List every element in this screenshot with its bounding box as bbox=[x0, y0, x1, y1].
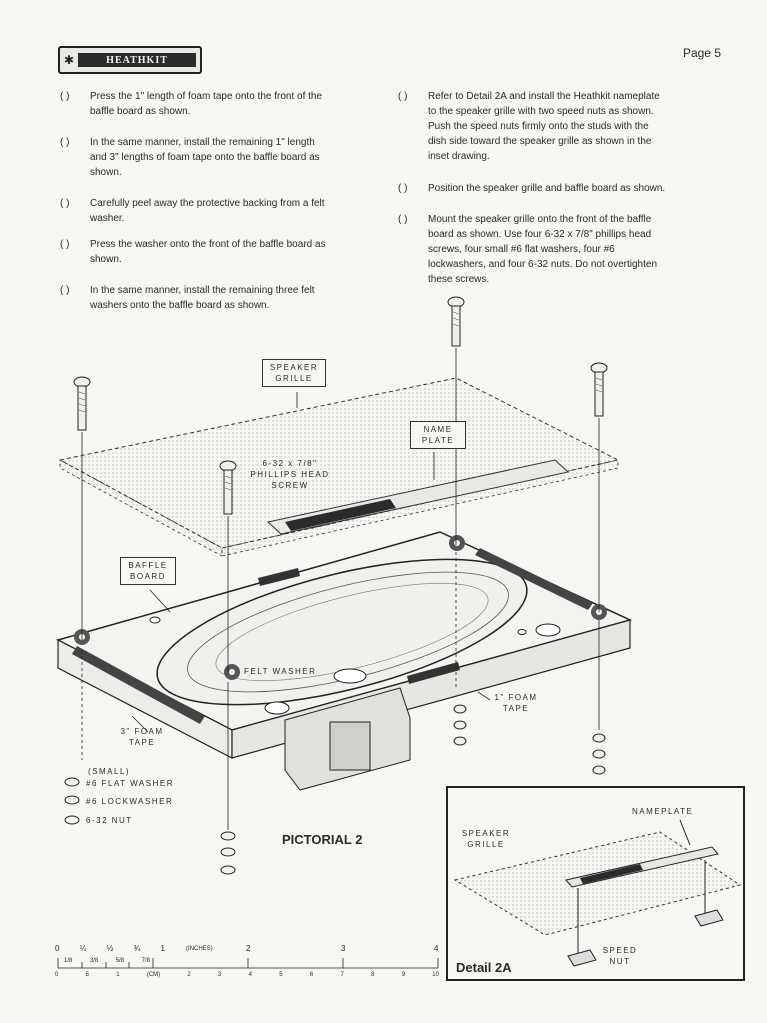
step-text-line: In the same manner, install the remainin… bbox=[90, 285, 315, 296]
step-checkbox[interactable]: ( ) bbox=[60, 198, 70, 209]
step-checkbox[interactable]: ( ) bbox=[60, 285, 70, 296]
step-text-line: washer. bbox=[90, 213, 125, 224]
detail-2a-inset bbox=[446, 786, 745, 981]
inch-unit-label: (INCHES) bbox=[186, 946, 213, 952]
inch-4: 4 bbox=[434, 944, 439, 953]
step-text-line: In the same manner, install the remainin… bbox=[90, 137, 315, 148]
small-label: (SMALL) bbox=[88, 767, 131, 776]
instruction-step: ( ) Refer to Detail 2A and install the He… bbox=[398, 89, 728, 164]
detail-nameplate-label: NAMEPLATE bbox=[632, 807, 694, 816]
nameplate-strip bbox=[266, 459, 570, 535]
step-text-line: Position the speaker grille and baffle b… bbox=[428, 183, 666, 194]
step-text-line: baffle board as shown. bbox=[90, 106, 191, 117]
instruction-step: ( ) Carefully peel away the protective ba… bbox=[60, 196, 385, 226]
felt-washer-label: FELT WASHER bbox=[244, 667, 317, 676]
pictorial-title: PICTORIAL 2 bbox=[282, 832, 363, 847]
logo-text: HEATHKIT bbox=[106, 54, 168, 66]
step-text-line: Carefully peel away the protective backi… bbox=[90, 198, 325, 209]
step-checkbox[interactable]: ( ) bbox=[398, 183, 408, 194]
step-checkbox[interactable]: ( ) bbox=[60, 91, 70, 102]
step-text-line: Press the washer onto the front of the b… bbox=[90, 239, 326, 250]
step-text-line: washers onto the baffle board as shown. bbox=[90, 300, 270, 311]
step-text-line: Push the speed nuts firmly onto the stud… bbox=[428, 121, 649, 132]
step-text-line: screws, four small #6 flat washers, four… bbox=[428, 244, 615, 255]
leader-lines bbox=[131, 392, 491, 733]
step-text-line: and 3" lengths of foam tape onto the baf… bbox=[90, 152, 320, 163]
instruction-step: ( ) Position the speaker grille and baffl… bbox=[398, 181, 728, 196]
step-text-line: Refer to Detail 2A and install the Heath… bbox=[428, 91, 660, 102]
washer-nut-stacks bbox=[64, 704, 606, 875]
step-text-line: to the speaker grille with two speed nut… bbox=[428, 106, 654, 117]
foam-tape-strips bbox=[72, 548, 593, 724]
step-checkbox[interactable]: ( ) bbox=[60, 239, 70, 250]
step-text-line: shown. bbox=[90, 254, 122, 265]
speaker-magnet bbox=[284, 687, 411, 791]
step-checkbox[interactable]: ( ) bbox=[60, 137, 70, 148]
inch-2: 2 bbox=[246, 944, 251, 953]
step-text-line: Press the 1" length of foam tape onto th… bbox=[90, 91, 323, 102]
lockwasher-label: #6 LOCKWASHER bbox=[86, 797, 174, 806]
starburst-icon: ✱ bbox=[64, 53, 75, 67]
nut-label: 6-32 NUT bbox=[86, 816, 133, 825]
inch-3: 3 bbox=[341, 944, 346, 953]
step-text-line: shown. bbox=[90, 167, 122, 178]
step-text-line: lockwashers, and four 6-32 nuts. Do not … bbox=[428, 259, 658, 270]
step-text-line: inset drawing. bbox=[428, 151, 490, 162]
scale-ruler bbox=[57, 958, 439, 969]
instruction-step: ( ) Press the washer onto the front of th… bbox=[60, 237, 385, 267]
instruction-step: ( ) Mount the speaker grille onto the fro… bbox=[398, 212, 728, 287]
instruction-step: ( ) In the same manner, install the remai… bbox=[60, 283, 385, 313]
instruction-step: ( ) In the same manner, install the remai… bbox=[60, 135, 385, 180]
flat-washer-label: #6 FLAT WASHER bbox=[86, 779, 174, 788]
step-text-line: Mount the speaker grille onto the front … bbox=[428, 214, 652, 225]
step-text-line: these screws. bbox=[428, 274, 490, 285]
step-text-line: board as shown. Use four 6-32 x 7/8" phi… bbox=[428, 229, 652, 240]
page-number: Page 5 bbox=[682, 46, 721, 60]
heathkit-logo: ✱ HEATHKIT bbox=[58, 46, 202, 74]
detail-title: Detail 2A bbox=[456, 960, 512, 975]
phillips-screws bbox=[73, 296, 608, 515]
step-checkbox[interactable]: ( ) bbox=[398, 91, 408, 102]
step-text-line: dish side toward the speaker grille as s… bbox=[428, 136, 652, 147]
step-checkbox[interactable]: ( ) bbox=[398, 214, 408, 225]
instruction-step: ( ) Press the 1" length of foam tape onto… bbox=[60, 89, 385, 119]
